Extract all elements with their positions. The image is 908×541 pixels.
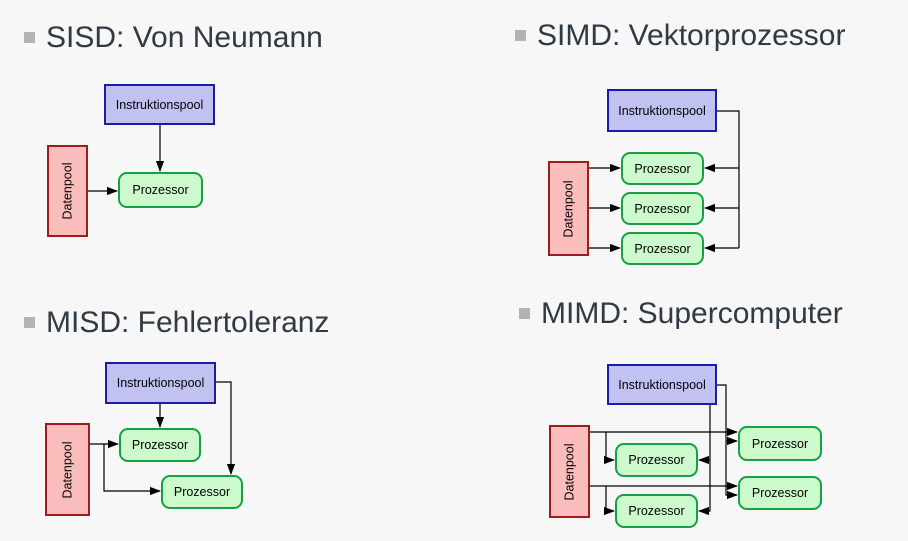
misd-instruction-pool-node: Instruktionspool [105,362,216,404]
misd-instruction-arrow-2 [216,381,236,475]
misd-processor-node-2: Prozessor [161,475,243,509]
mimd-data-pool-node: Datenpool [549,425,590,518]
mimd-processor-node-mid-1: Prozessor [615,443,698,477]
sisd-heading: SISD: Von Neumann [24,20,323,55]
misd-heading: MISD: Fehlertoleranz [24,305,329,340]
mimd-processor-node-right-1: Prozessor [738,426,822,461]
simd-instruction-pool-node: Instruktionspool [607,89,717,132]
simd-title: SIMD: Vektorprozessor [537,18,846,52]
bullet-square-icon [519,308,530,319]
simd-data-pool-node: Datenpool [548,161,589,256]
simd-data-pool-label: Datenpool [561,180,576,237]
sisd-processor-node: Prozessor [118,172,203,208]
mimd-heading: MIMD: Supercomputer [519,296,843,331]
misd-title: MISD: Fehlertoleranz [46,305,330,339]
mimd-instruction-trunk-inner [698,405,711,516]
bullet-square-icon [24,317,35,328]
simd-processor-node-1: Prozessor [621,152,704,185]
sisd-instruction-pool-node: Instruktionspool [104,84,215,125]
misd-data-pool-node: Datenpool [45,423,90,516]
misd-wires [90,381,236,496]
mimd-data-arrow-mid1 [604,432,615,465]
mimd-processor-node-right-2: Prozessor [738,476,822,510]
mimd-title: MIMD: Supercomputer [541,296,843,330]
mimd-data-pool-label: Datenpool [562,443,577,500]
mimd-data-arrow-mid2 [604,486,615,516]
simd-instruction-trunk [717,110,740,248]
sisd-data-pool-label: Datenpool [60,162,75,220]
bullet-square-icon [515,30,526,41]
mimd-wires [590,384,738,516]
mimd-instruction-trunk-outer [717,384,738,500]
simd-heading: SIMD: Vektorprozessor [515,18,845,53]
simd-wires [589,110,740,253]
bullet-square-icon [24,32,35,43]
sisd-data-pool-node: Datenpool [47,145,88,237]
misd-processor-node-1: Prozessor [119,428,201,462]
mimd-instruction-pool-node: Instruktionspool [607,364,717,405]
simd-processor-node-3: Prozessor [621,232,704,265]
sisd-title: SISD: Von Neumann [46,20,323,54]
misd-data-arrow-2 [103,444,161,496]
misd-data-pool-label: Datenpool [60,441,75,498]
simd-processor-node-2: Prozessor [621,192,704,225]
sisd-wires [88,125,165,196]
mimd-processor-node-mid-2: Prozessor [615,494,698,528]
